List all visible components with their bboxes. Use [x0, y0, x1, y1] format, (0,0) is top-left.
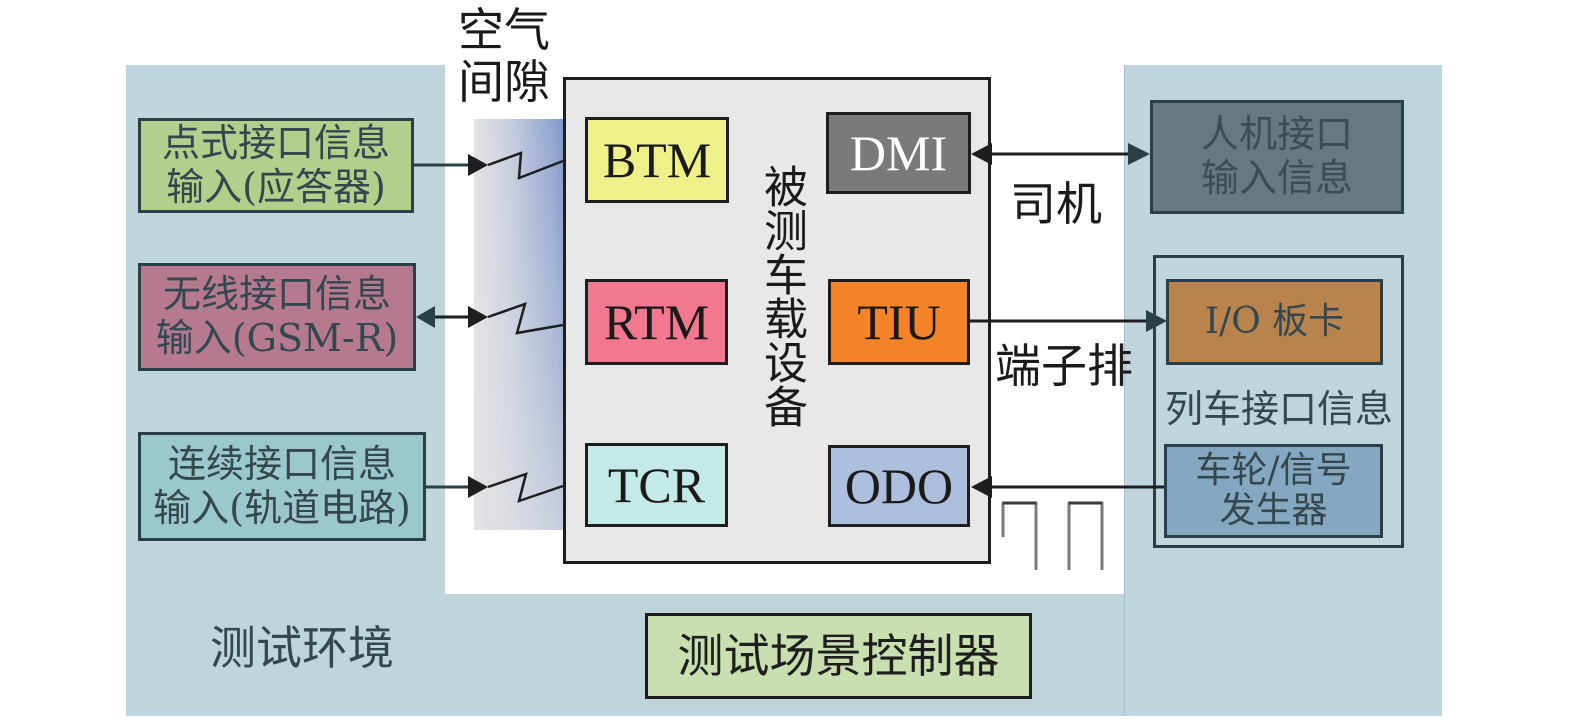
wireless-zigzag-icon: [487, 151, 564, 180]
input-gsmr-line1: 无线接口信息: [162, 272, 391, 317]
terminal-block-label: 端子排: [995, 339, 1133, 393]
pulse-waveform-icon: [1001, 501, 1038, 570]
arrow-head-icon: [1146, 310, 1167, 332]
pulse-waveform-icon-2: [1067, 501, 1104, 570]
test-scenario-controller[interactable]: 测试场景控制器: [645, 613, 1032, 699]
input-balise[interactable]: 点式接口信息 输入(应答器): [138, 118, 414, 213]
module-rtm[interactable]: RTM: [585, 279, 728, 365]
connector-dmi-hmi: [971, 143, 1150, 165]
driver-label: 司机: [1010, 177, 1102, 231]
arrow-head-icon: [971, 476, 992, 498]
connector-tiu-io: [970, 310, 1167, 332]
wheel-signal-generator[interactable]: 车轮/信号 发生器: [1164, 444, 1383, 538]
connector-balise-btm: [414, 151, 564, 180]
module-odo[interactable]: ODO: [828, 445, 970, 527]
air-gap-region: [474, 119, 564, 530]
train-interface-group: [1153, 255, 1404, 548]
module-dmi[interactable]: DMI: [826, 112, 971, 194]
device-under-test-title: 被测车载设备: [756, 164, 807, 428]
io-card-label: I/O 板卡: [1204, 301, 1345, 343]
train-interface-label: 列车接口信息: [1164, 387, 1393, 431]
input-balise-line2: 输入(应答器): [166, 164, 386, 209]
input-gsmr[interactable]: 无线接口信息 输入(GSM-R): [138, 263, 416, 371]
arrow-head-icon: [971, 143, 992, 165]
hmi-input-info[interactable]: 人机接口 输入信息: [1150, 100, 1404, 214]
air-gap-label-line1: 空气: [458, 3, 550, 57]
controller-label: 测试场景控制器: [677, 628, 1000, 683]
input-gsmr-line2: 输入(GSM-R): [155, 316, 399, 360]
wheel-generator-line2: 发生器: [1219, 490, 1328, 531]
input-balise-line1: 点式接口信息: [161, 120, 390, 165]
arrow-head-icon: [416, 306, 435, 328]
input-track-circuit-line2: 输入(轨道电路): [153, 485, 411, 530]
right-panel-divider: [1124, 65, 1125, 716]
io-card[interactable]: I/O 板卡: [1166, 279, 1383, 365]
air-gap-label: 空气 间隙: [458, 4, 550, 108]
arrow-head-icon: [468, 476, 488, 498]
connector-gsmr-rtm: [416, 302, 564, 335]
module-tiu[interactable]: TIU: [828, 279, 970, 365]
connector-wheel-odo: [971, 476, 1164, 498]
test-environment-label: 测试环境: [210, 621, 394, 675]
input-track-circuit-line1: 连续接口信息: [167, 441, 396, 486]
arrow-head-icon: [468, 154, 488, 176]
air-gap-label-line2: 间隙: [458, 55, 550, 109]
module-tcr[interactable]: TCR: [585, 443, 728, 527]
wireless-zigzag-icon: [487, 302, 564, 335]
module-btm[interactable]: BTM: [585, 117, 729, 203]
wheel-generator-line1: 车轮/信号: [1195, 450, 1352, 492]
input-track-circuit[interactable]: 连续接口信息 输入(轨道电路): [138, 432, 426, 541]
wireless-zigzag-icon: [487, 472, 564, 503]
hmi-input-line2: 输入信息: [1200, 156, 1353, 200]
arrow-head-icon: [468, 306, 488, 328]
hmi-input-line1: 人机接口: [1200, 112, 1353, 157]
arrow-head-icon: [1128, 143, 1150, 165]
connector-track-tcr: [426, 472, 564, 503]
